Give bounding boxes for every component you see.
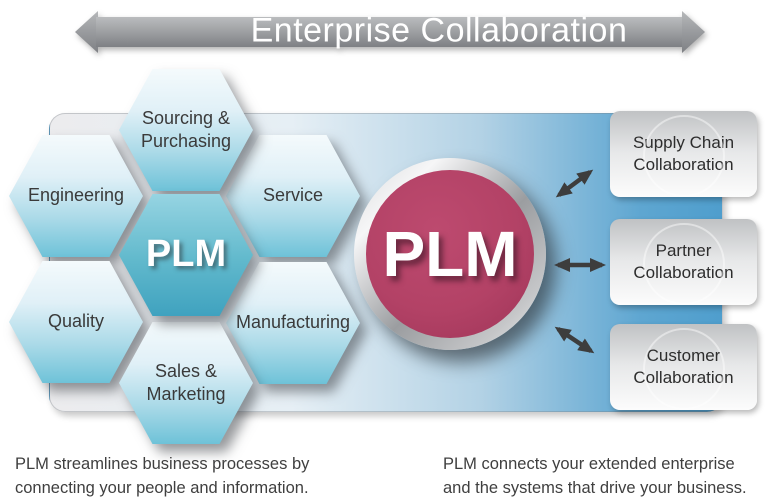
banner-bar (96, 17, 684, 47)
hexagon-label: Engineering (27, 185, 125, 206)
connection-arrows (554, 169, 606, 354)
plm-hub-label: PLM (382, 218, 518, 290)
box-label: Supply Chain Collaboration (632, 132, 735, 174)
arrow-supply-chain (555, 169, 594, 198)
hexagon-manufacturing: Manufacturing (226, 262, 360, 384)
hexagon-plm-center: PLM (119, 194, 253, 316)
hexagon-plm-label: PLM (145, 233, 227, 276)
box-label: Partner Collaboration (633, 240, 734, 282)
box-label: Customer Collaboration (633, 345, 734, 387)
hexagon-label: Service (262, 185, 324, 206)
plm-hub-circle: PLM (366, 170, 534, 338)
arrow-customer (554, 326, 595, 354)
caption-extended-enterprise: PLM connects your extended enterprise an… (443, 455, 747, 497)
banner-left-arrowhead-icon (75, 11, 98, 53)
box-supply-chain-collaboration: Supply Chain Collaboration (610, 111, 757, 197)
hexagon-label: Manufacturing (235, 312, 351, 333)
caption-people-information: PLM streamlines business processes by co… (15, 455, 310, 497)
hexagon-label: Quality (47, 311, 105, 332)
hexagon-sales-marketing: Sales & Marketing (119, 322, 253, 444)
hexagon-quality: Quality (9, 261, 143, 383)
hexagon-service: Service (226, 135, 360, 257)
enterprise-collaboration-banner: Enterprise Collaboration (75, 11, 705, 53)
box-customer-collaboration: Customer Collaboration (610, 324, 757, 410)
hexagon-label: Sourcing & Purchasing (140, 107, 232, 151)
banner-title: Enterprise Collaboration (250, 11, 628, 50)
plm-hub-ring: PLM (354, 158, 546, 350)
hexagon-label: Sales & Marketing (146, 360, 226, 404)
hexagon-sourcing-purchasing: Sourcing & Purchasing (119, 69, 253, 191)
banner-right-arrowhead-icon (682, 11, 705, 53)
box-partner-collaboration: Partner Collaboration (610, 219, 757, 305)
hexagon-engineering: Engineering (9, 135, 143, 257)
